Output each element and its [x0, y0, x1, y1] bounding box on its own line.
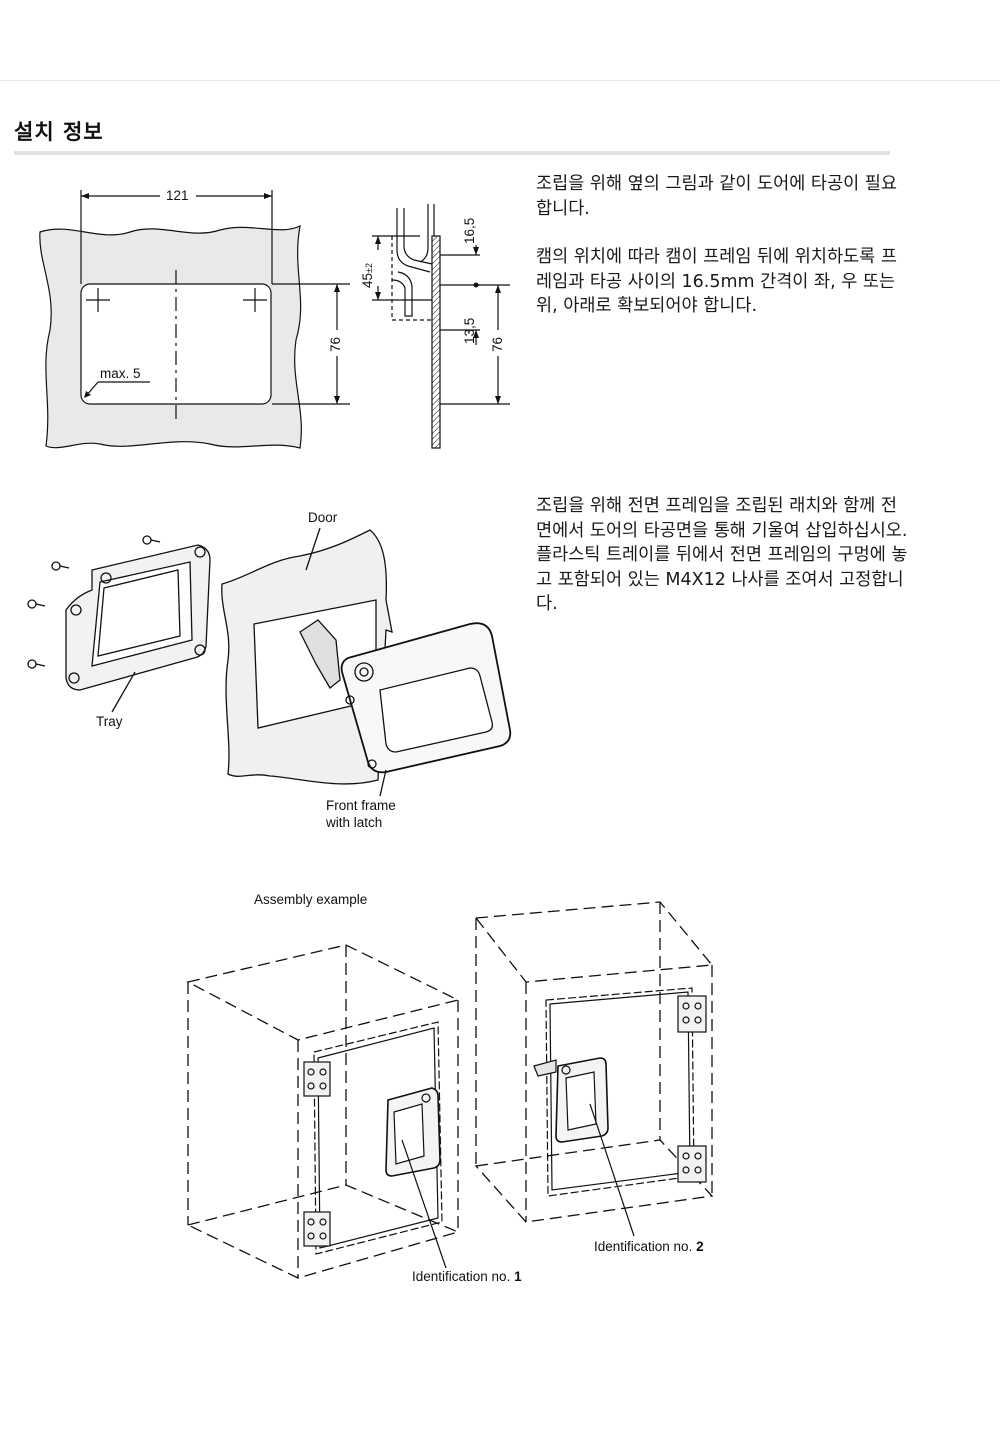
screw-icon — [142, 535, 161, 545]
identification-1-label: Identification no. 1 — [412, 1269, 522, 1284]
paragraph: 플라스틱 트레이를 뒤에서 전면 프레임의 구멍에 놓고 포함되어 있는 M4X… — [536, 545, 908, 614]
text-block-2: 조립을 위해 전면 프레임을 조립된 래치와 함께 전면에서 도어의 타공면을 … — [536, 494, 908, 641]
front-frame-label-line2: with latch — [326, 815, 383, 830]
paragraph: 캠의 위치에 따라 캠이 프레임 뒤에 위치하도록 프레임과 타공 사이의 16… — [536, 247, 897, 316]
section-title: 설치 정보 — [14, 120, 104, 144]
top-divider — [0, 80, 1000, 81]
dim-width-label: 121 — [166, 188, 189, 203]
screw-icon — [27, 599, 46, 609]
paragraph: 조립을 위해 전면 프레임을 조립된 래치와 함께 전면에서 도어의 타공면을 … — [536, 496, 908, 541]
assembly-title: Assembly example — [254, 892, 368, 907]
corner-radius-label: max. 5 — [100, 366, 141, 381]
door-label: Door — [308, 510, 338, 525]
front-frame-label: Front frame — [326, 798, 396, 813]
title-underline — [14, 151, 890, 155]
screw-icon — [51, 561, 70, 571]
tray-label: Tray — [96, 714, 123, 729]
paragraph: 조립을 위해 옆의 그림과 같이 도어에 타공이 필요합니다. — [536, 174, 897, 219]
identification-2-label: Identification no. 2 — [594, 1239, 704, 1254]
text-block-1: 조립을 위해 옆의 그림과 같이 도어에 타공이 필요합니다. 캠의 위치에 따… — [536, 172, 908, 343]
screw-icon — [27, 659, 46, 669]
